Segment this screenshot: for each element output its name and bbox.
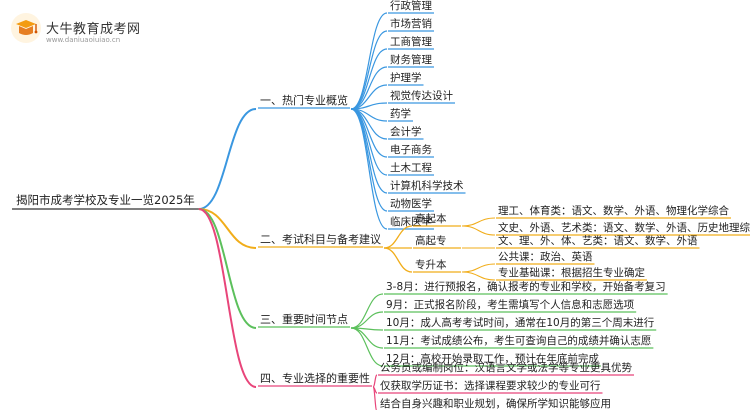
connector-line [461,271,496,281]
leaf-node: 护理学 [390,71,422,84]
connector-line [350,66,388,110]
connector-line [461,263,496,273]
branch-node: 二、考试科目与备考建议 [260,232,381,246]
leaf-node: 仅获取学历证书：选择课程要求较少的专业可行 [380,379,601,392]
leaf-node: 视觉传达设计 [390,89,453,102]
branch-node: 四、专业选择的重要性 [260,371,370,385]
connector-line [350,12,388,110]
leaf-node: 12月：高校开始录取工作，预计在年底前完成 [386,352,599,365]
leaf-node: 公共课：政治、英语 [498,250,593,263]
leaf-node: 动物医学 [390,197,432,210]
connector-line [198,108,257,210]
book-logo-icon [11,13,41,43]
connector-line [350,327,384,367]
leaf-node: 文史、外语、艺术类：语文、数学、外语、历史地理综合 [498,221,750,234]
leaf-node: 结合自身兴趣和职业规划，确保所学知识能够应用 [380,397,611,410]
leaf-node: 计算机科学技术 [390,179,464,192]
logo-title: 大牛教育成考网 [46,22,141,37]
connector-line [198,208,257,249]
leaf-node: 公务员或编制岗位：汉语言文学或法学等专业更具优势 [380,361,632,374]
leaf-node: 10月：成人高考考试时间，通常在10月的第三个周末进行 [386,316,655,329]
connector-line [372,374,378,388]
leaf-node: 专业基础课：根据招生专业确定 [498,266,645,279]
sub-node: 高起专 [415,234,447,247]
connector-line [198,208,257,388]
connector-line [383,247,413,273]
logo-url: www.daniuaoiuiao.cn [46,36,121,44]
logo: 大牛教育成考网 www.daniuaoiuiao.cn [6,8,156,48]
connector-line [350,327,384,349]
leaf-node: 电子商务 [390,143,432,156]
leaf-node: 会计学 [390,125,422,138]
leaf-node: 9月：正式报名阶段，考生需填写个人信息和志愿选项 [386,298,635,311]
leaf-node: 土木工程 [390,161,432,174]
branch-node: 一、热门专业概览 [260,93,348,107]
connector-line [461,217,496,227]
root-node: 揭阳市成考学校及专业一览2025年 [16,193,195,207]
leaf-node: 工商管理 [390,35,432,48]
leaf-node: 文、理、外、体、艺类：语文、数学、外语 [498,234,698,247]
connector-line [461,225,496,236]
leaf-node: 财务管理 [390,53,432,66]
connector-line [350,311,384,329]
connector-line [350,293,384,329]
leaf-node: 临床医学 [390,215,432,228]
branch-node: 三、重要时间节点 [260,312,348,326]
leaf-node: 行政管理 [390,0,432,12]
sub-node: 专升本 [415,258,447,271]
leaf-node: 市场营销 [390,17,432,30]
leaf-node: 3-8月：进行预报名，确认报考的专业和学校，开始备考复习 [386,280,666,293]
leaf-node: 11月：考试成绩公布，考生可查询自己的成绩并确认志愿 [386,334,651,347]
connector-line [350,108,388,230]
connector-line [198,208,257,329]
leaf-node: 理工、体育类：语文、数学、外语、物理化学综合 [498,204,729,217]
sub-node: 高起本 [415,212,447,225]
connector-line [350,108,388,194]
leaf-node: 药学 [390,107,411,120]
connector-line [372,386,378,410]
